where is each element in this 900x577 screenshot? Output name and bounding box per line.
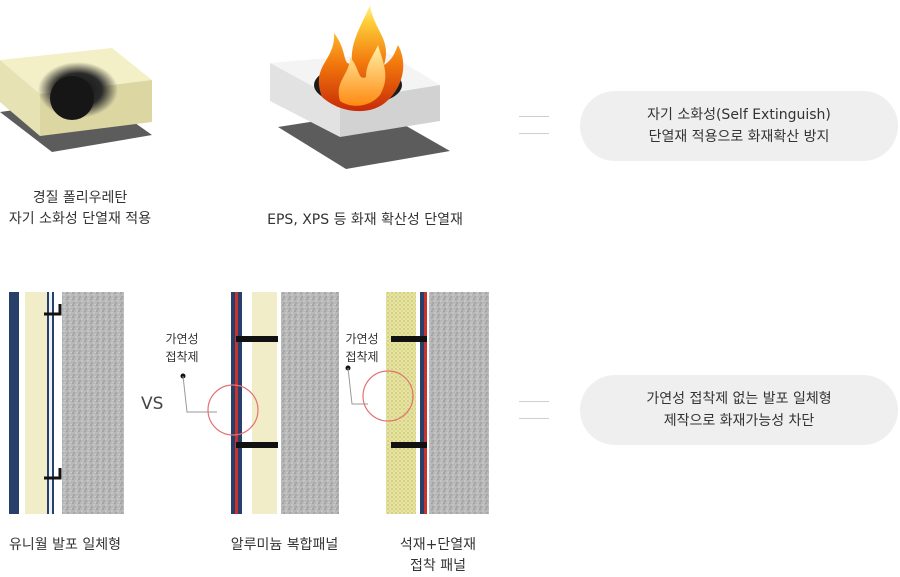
pur-block-illustration <box>0 48 152 152</box>
eps-block-illustration <box>270 5 450 169</box>
top-connector-line-1 <box>519 116 549 117</box>
panel-b-caption: 알루미늄 복합패널 <box>212 535 357 556</box>
adhesive-label-b: 가연성 접착제 <box>332 330 392 366</box>
bottom-pill-line-1: 가연성 접착제 없는 발포 일체형 <box>646 391 832 407</box>
bottom-summary-pill: 가연성 접착제 없는 발포 일체형 제작으로 화재가능성 차단 <box>580 375 898 445</box>
panel-c-stone-wall <box>429 292 489 514</box>
panel-b-caption-line-1: 알루미늄 복합패널 <box>230 537 339 553</box>
callout-b-circle <box>362 370 414 422</box>
bottom-pill-line-2: 제작으로 화재가능성 차단 <box>663 413 815 429</box>
panel-c-foam-core <box>386 292 416 514</box>
bottom-connector-line-1 <box>519 401 549 402</box>
top-pill-line-2: 단열재 적용으로 화재확산 방지 <box>648 129 830 145</box>
panel-b-bottom-anchor <box>236 442 278 448</box>
panel-a-bottom-bracket <box>44 468 62 480</box>
pur-front-face <box>0 60 40 136</box>
panel-c-navy-skin <box>420 292 424 514</box>
bottom-connector-line-2 <box>519 418 549 419</box>
panel-b-foam-core <box>252 292 277 514</box>
aluminum-composite-panel-diagram <box>231 292 339 514</box>
pur-caption: 경질 폴리우레탄 자기 소화성 단열재 적용 <box>0 188 160 230</box>
adhesive-label-a-line-1: 가연성 <box>165 332 199 346</box>
panel-c-caption-line-1: 석재+단열재 <box>399 537 477 553</box>
adhesive-callout-b <box>345 365 414 422</box>
adhesive-label-a: 가연성 접착제 <box>152 330 212 366</box>
panel-a-top-bracket <box>44 304 62 316</box>
panel-a-caption-line-1: 유니월 발포 일체형 <box>9 537 121 553</box>
adhesive-label-a-line-2: 접착제 <box>165 350 199 364</box>
panel-a-caption: 유니월 발포 일체형 <box>0 535 130 556</box>
adhesive-callout-a <box>180 373 259 436</box>
uniwall-panel-diagram <box>9 292 124 514</box>
panel-a-stone-wall <box>62 292 124 514</box>
eps-caption-line-1: EPS, XPS 등 화재 확산성 단열재 <box>267 212 463 228</box>
panel-c-caption-line-2: 접착 패널 <box>410 558 466 574</box>
panel-b-stone-wall <box>281 292 339 514</box>
adhesive-label-b-line-1: 가연성 <box>345 332 379 346</box>
panel-a-foam-core <box>25 292 47 514</box>
eps-front-face <box>270 63 340 137</box>
eps-caption: EPS, XPS 등 화재 확산성 단열재 <box>230 210 500 231</box>
top-summary-pill: 자기 소화성(Self Extinguish) 단열재 적용으로 화재확산 방지 <box>580 91 898 161</box>
panel-c-bottom-anchor <box>391 442 427 448</box>
top-connector-line-2 <box>519 133 549 134</box>
adhesive-label-b-line-2: 접착제 <box>345 350 379 364</box>
panel-b-red-layer <box>235 292 238 514</box>
top-pill-line-1: 자기 소화성(Self Extinguish) <box>647 107 831 123</box>
panel-c-red-layer <box>424 292 427 514</box>
panel-c-top-anchor <box>391 336 427 342</box>
vs-label: VS <box>141 394 164 414</box>
stone-insulation-panel-diagram <box>386 292 489 514</box>
pur-caption-line-1: 경질 폴리우레탄 <box>32 190 128 206</box>
panel-b-top-anchor <box>236 336 278 342</box>
panel-a-navy-skin <box>9 292 19 514</box>
panel-c-caption: 석재+단열재 접착 패널 <box>378 535 498 577</box>
pur-caption-line-2: 자기 소화성 단열재 적용 <box>8 211 152 227</box>
callout-a-circle <box>207 384 259 436</box>
